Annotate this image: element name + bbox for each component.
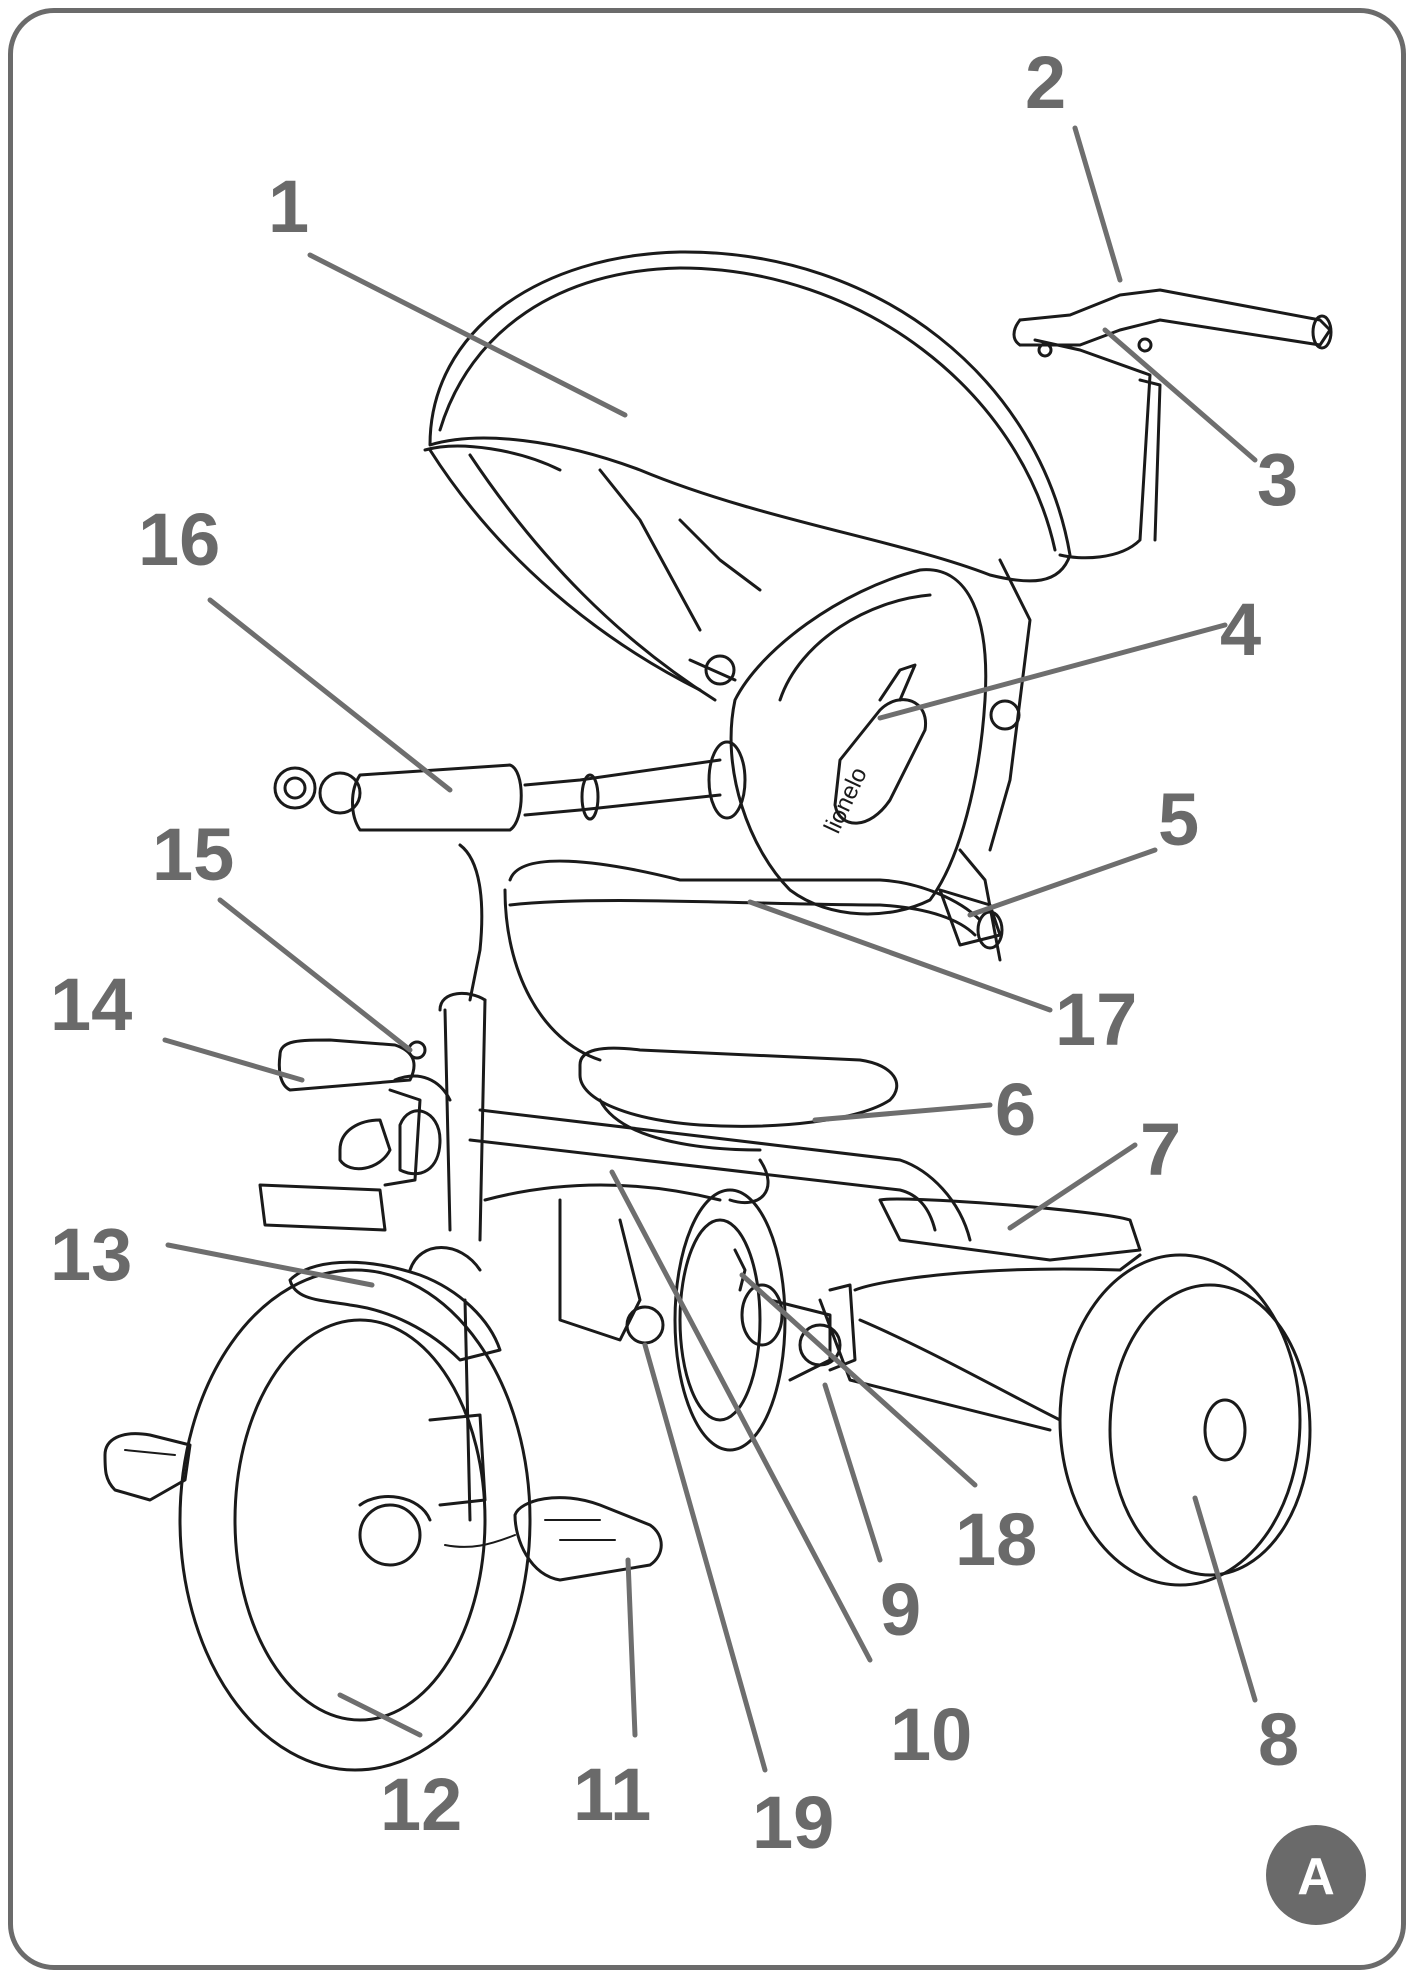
push-handle xyxy=(1012,288,1333,560)
leader-14 xyxy=(162,1037,305,1083)
callout-3: 3 xyxy=(1257,438,1298,521)
leader-1 xyxy=(307,252,628,418)
leader-3 xyxy=(1102,327,1258,463)
seat-back: lionelo xyxy=(729,558,1032,962)
pedals xyxy=(103,1432,663,1582)
brand-logo-text: lionelo xyxy=(819,763,873,837)
callout-19: 19 xyxy=(752,1781,834,1864)
callout-14: 14 xyxy=(50,963,132,1046)
handlebar-grip xyxy=(273,740,747,832)
callout-labels: 1 2 3 4 5 6 7 8 9 10 11 12 13 14 15 16 1… xyxy=(50,41,1299,1864)
safety-bar xyxy=(503,859,1004,1062)
leader-16 xyxy=(207,597,453,793)
callout-4: 4 xyxy=(1220,588,1261,671)
leader-17 xyxy=(747,899,1053,1013)
callout-1: 1 xyxy=(268,165,309,248)
front-wheel xyxy=(178,1268,532,1772)
callout-13: 13 xyxy=(50,1213,132,1296)
callout-15: 15 xyxy=(152,813,234,896)
callout-12: 12 xyxy=(380,1763,462,1846)
leader-7 xyxy=(1007,1142,1138,1231)
leader-5 xyxy=(967,847,1158,918)
callout-16: 16 xyxy=(138,498,220,581)
tricycle-illustration: lionelo xyxy=(103,250,1333,1772)
callout-18: 18 xyxy=(955,1498,1037,1581)
callout-7: 7 xyxy=(1140,1108,1181,1191)
seat xyxy=(578,1046,899,1205)
callout-9: 9 xyxy=(880,1568,921,1651)
front-frame xyxy=(438,843,972,1345)
leader-lines xyxy=(162,125,1258,1773)
leader-11 xyxy=(625,1557,638,1738)
leader-6 xyxy=(812,1102,993,1123)
callout-5: 5 xyxy=(1158,778,1199,861)
rear-axle-and-basket xyxy=(673,1188,1142,1452)
cup-holder xyxy=(258,1038,452,1232)
leader-19 xyxy=(642,1342,768,1773)
leader-2 xyxy=(1072,125,1123,283)
leader-8 xyxy=(1192,1495,1258,1703)
figure-badge: A xyxy=(1266,1825,1366,1925)
leader-12 xyxy=(337,1692,423,1738)
callout-8: 8 xyxy=(1258,1698,1299,1781)
diagram-frame xyxy=(8,8,1406,1970)
rear-wheel xyxy=(1058,1253,1312,1587)
leader-9 xyxy=(822,1382,883,1563)
badge-circle xyxy=(1266,1825,1366,1925)
callout-6: 6 xyxy=(995,1068,1036,1151)
callout-11: 11 xyxy=(573,1753,651,1836)
leader-10 xyxy=(609,1169,873,1663)
canopy xyxy=(423,250,1072,702)
callout-2: 2 xyxy=(1025,41,1066,124)
front-mudguard xyxy=(288,1246,502,1362)
leader-15 xyxy=(217,897,413,1053)
leader-18 xyxy=(739,1272,978,1488)
leader-4 xyxy=(877,622,1228,721)
leader-13 xyxy=(165,1242,375,1288)
badge-label: A xyxy=(1297,1848,1335,1906)
callout-10: 10 xyxy=(890,1693,972,1776)
callout-17: 17 xyxy=(1055,978,1137,1061)
